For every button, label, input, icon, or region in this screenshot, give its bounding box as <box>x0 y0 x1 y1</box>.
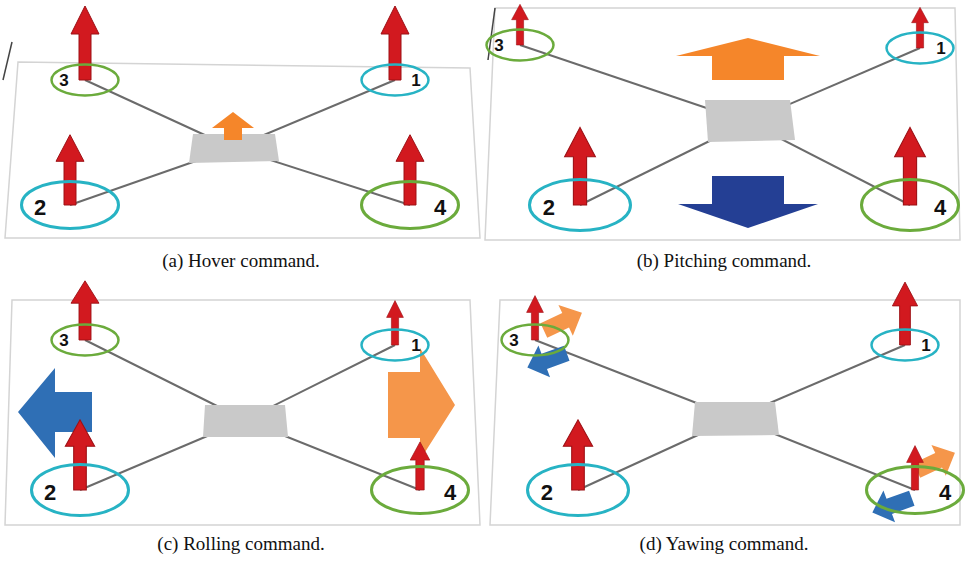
motor-number: 2 <box>34 197 46 219</box>
panel-caption: (d) Yawing command. <box>640 533 809 555</box>
motor-circle: 1 <box>360 63 430 97</box>
motor-circle: 2 <box>30 463 130 517</box>
panel-caption: (a) Hover command. <box>162 250 320 272</box>
panel-caption: (c) Rolling command. <box>157 533 324 555</box>
motor-number: 2 <box>543 197 555 219</box>
motor-number: 3 <box>59 332 68 349</box>
motor-circle: 1 <box>885 31 955 65</box>
motor-number: 1 <box>936 40 945 57</box>
motor-number: 1 <box>921 337 930 354</box>
motor-number: 3 <box>494 37 503 54</box>
motor-circle: 4 <box>370 465 470 515</box>
motor-number: 1 <box>411 337 420 354</box>
motor-circle: 2 <box>528 178 632 232</box>
motor-number: 3 <box>509 332 518 349</box>
panel-caption: (b) Pitching command. <box>637 250 812 272</box>
motor-number: 2 <box>44 482 56 504</box>
motor-number: 3 <box>59 72 68 89</box>
motor-number: 1 <box>411 72 420 89</box>
panel-rolling <box>5 281 480 525</box>
motor-circle: 3 <box>485 28 555 62</box>
motor-circle: 4 <box>360 180 460 230</box>
motor-number: 2 <box>541 482 553 504</box>
motor-circle: 4 <box>865 465 965 515</box>
panel-yawing <box>490 282 962 528</box>
motor-circle: 1 <box>360 328 430 362</box>
motor-number: 4 <box>939 482 951 504</box>
motor-circle: 4 <box>860 178 960 232</box>
motor-circle: 2 <box>20 180 120 230</box>
motor-circle: 1 <box>870 328 940 362</box>
motor-circle: 3 <box>500 323 570 357</box>
motor-circle: 2 <box>526 463 630 517</box>
motor-circle: 3 <box>50 323 120 357</box>
motor-number: 4 <box>444 482 456 504</box>
motor-number: 4 <box>434 197 446 219</box>
panel-pitching <box>485 4 960 240</box>
panel-hover <box>3 6 480 238</box>
motor-number: 4 <box>934 197 946 219</box>
motor-circle: 3 <box>50 63 120 97</box>
